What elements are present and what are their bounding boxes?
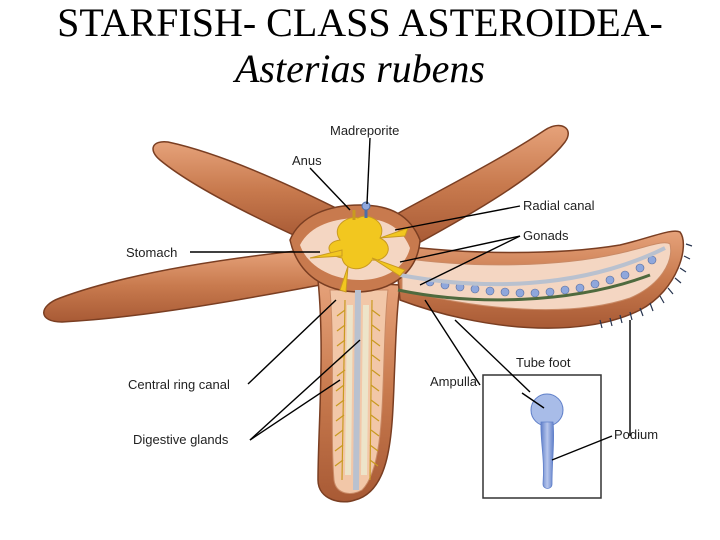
label-radial-canal: Radial canal (523, 198, 595, 213)
arm-left (43, 249, 322, 323)
arm-right-inner (401, 242, 672, 311)
label-madreporite: Madreporite (330, 123, 399, 138)
arm-upper-right (393, 124, 569, 246)
label-gonads: Gonads (523, 228, 569, 243)
stomach (309, 215, 409, 293)
label-central-ring-canal: Central ring canal (128, 377, 230, 392)
leader-lines (190, 137, 631, 461)
label-tube-foot: Tube foot (516, 355, 571, 370)
species-name: Asterias rubens (235, 46, 485, 91)
lower-canal (353, 289, 361, 491)
label-stomach: Stomach (126, 245, 177, 260)
page-title: STARFISH- CLASS ASTEROIDEA- (57, 0, 663, 45)
label-anus: Anus (292, 153, 322, 168)
podia-fringe (599, 243, 693, 329)
label-digestive-glands: Digestive glands (133, 432, 229, 447)
arm-upper-left (152, 141, 342, 239)
digestive-glands (334, 299, 381, 481)
label-podium: Podium (614, 427, 658, 442)
gonad-band (397, 273, 651, 302)
madreporite-knob (361, 201, 371, 211)
ampullae-row (425, 255, 657, 298)
label-ampulla: Ampulla (430, 374, 478, 389)
tube-foot-illustration (530, 393, 564, 489)
